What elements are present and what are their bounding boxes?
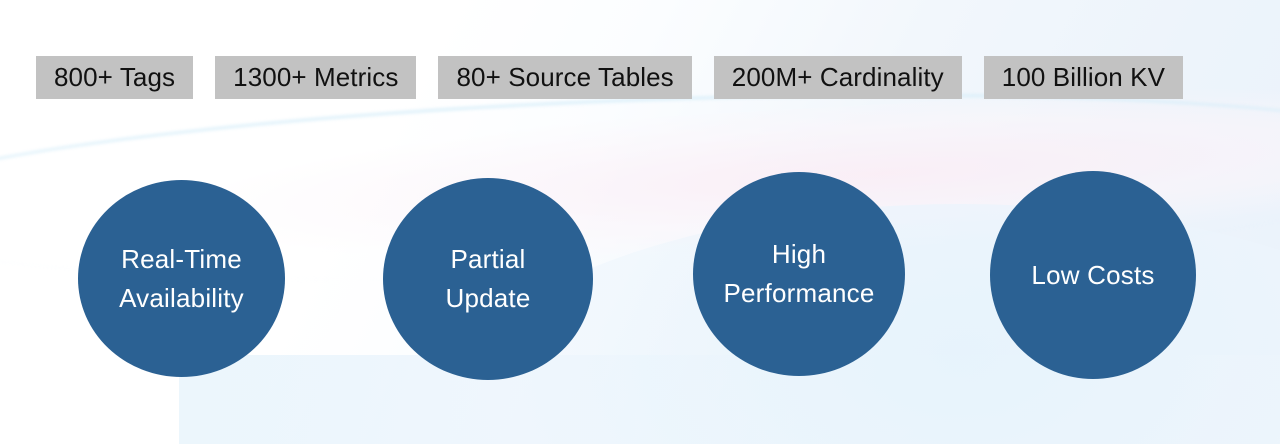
stat-chip-tags: 800+ Tags <box>36 56 194 99</box>
feature-circle-label: High Performance <box>723 239 875 308</box>
stat-chip-metrics: 1300+ Metrics <box>215 56 417 99</box>
stat-chip-cardinality: 200M+ Cardinality <box>713 56 962 99</box>
feature-circle-real-time-availability: Real-Time Availability <box>78 180 285 377</box>
feature-circle-label: Partial Update <box>445 244 531 313</box>
feature-circle-label: Real-Time Availability <box>119 243 244 313</box>
feature-circle-low-costs: Low Costs <box>990 171 1196 379</box>
stat-chip-kv: 100 Billion KV <box>983 56 1184 99</box>
stats-chip-row: 800+ Tags 1300+ Metrics 80+ Source Table… <box>36 56 1184 99</box>
feature-circle-high-performance: High Performance <box>693 172 905 376</box>
stat-chip-source-tables: 80+ Source Tables <box>438 56 692 99</box>
feature-circle-partial-update: Partial Update <box>383 178 593 380</box>
feature-circle-label: Low Costs <box>1031 259 1155 290</box>
